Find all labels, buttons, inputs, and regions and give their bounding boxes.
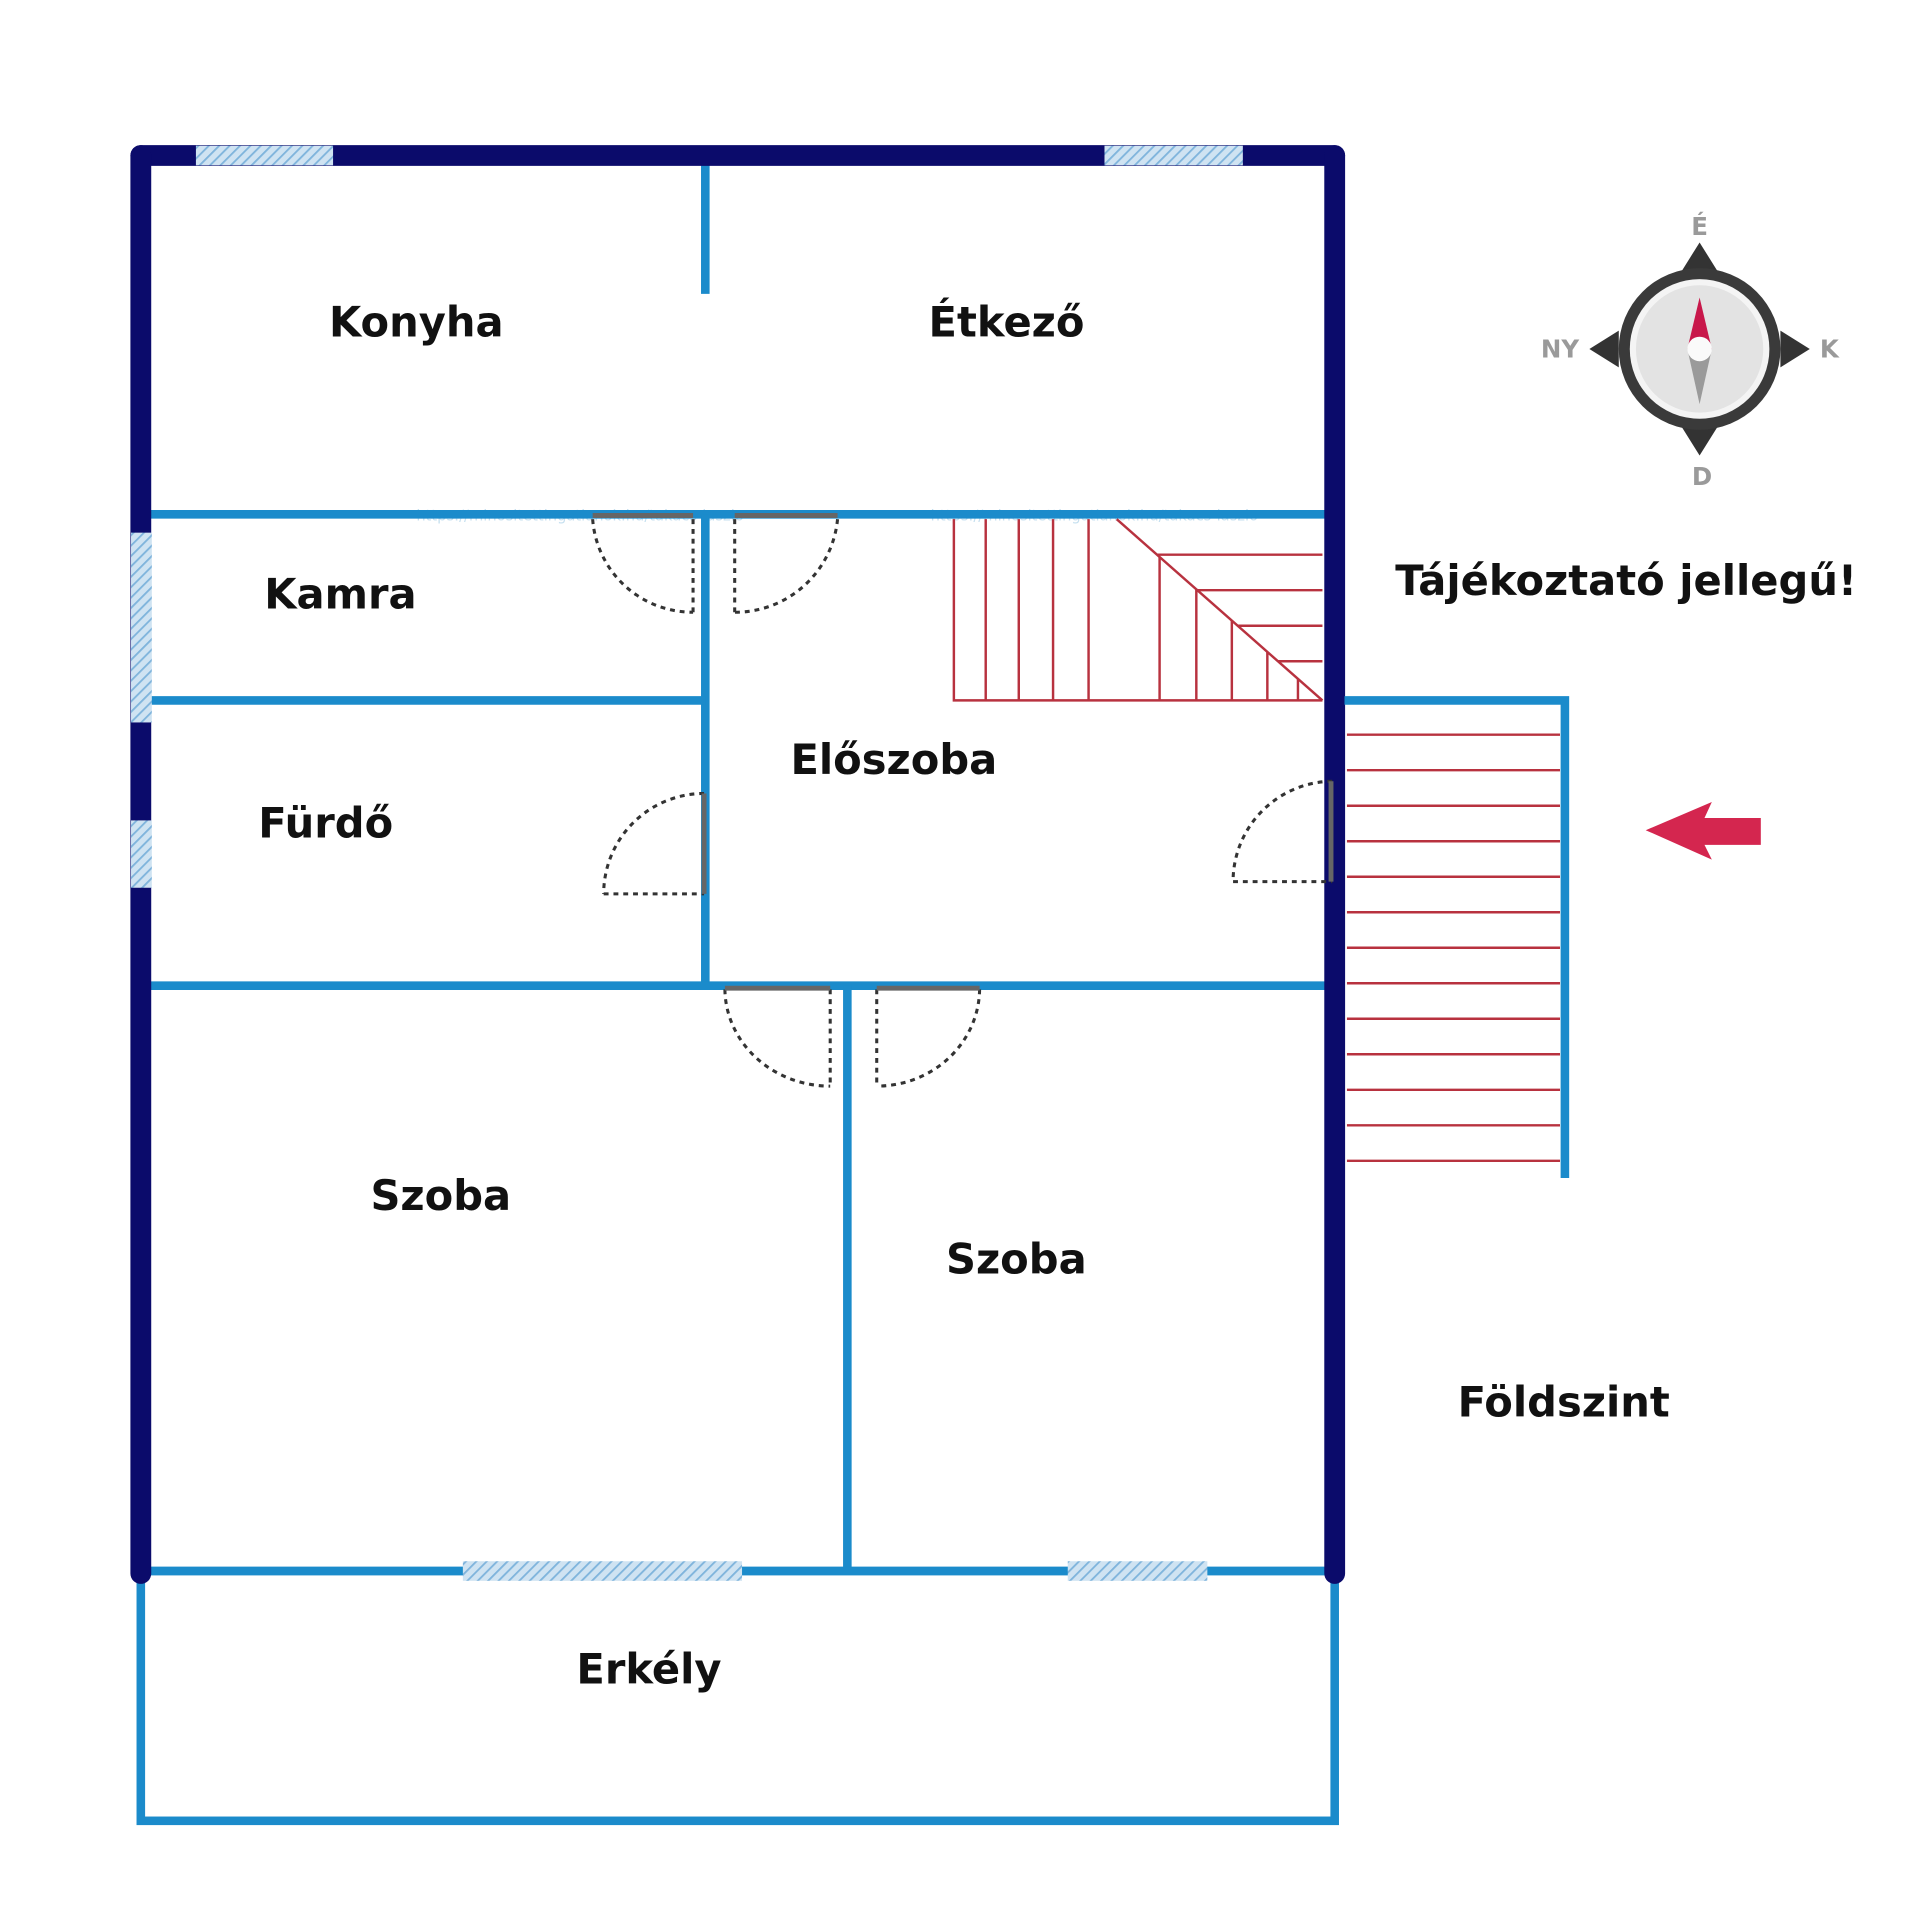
entrance-door	[1231, 779, 1334, 884]
room-label-erkely: Erkély	[576, 1645, 721, 1694]
compass-south: D	[1692, 462, 1712, 491]
interior-staircase	[952, 518, 1324, 702]
kamra-door	[591, 513, 695, 614]
room-label-szoba-right: Szoba	[946, 1234, 1087, 1283]
furdo-door	[602, 791, 707, 896]
compass-east: K	[1820, 335, 1840, 364]
compass-north: É	[1691, 212, 1708, 241]
windows	[131, 145, 1243, 1581]
outer-walls	[130, 145, 1346, 1584]
compass-icon: É D K NY	[1541, 212, 1840, 491]
doors	[591, 513, 1334, 1088]
room-label-etkezo: Étkező	[929, 298, 1085, 347]
room-label-kamra: Kamra	[264, 570, 416, 619]
level-label: Földszint	[1458, 1378, 1670, 1427]
room-label-szoba-left: Szoba	[370, 1171, 511, 1220]
eloszoba-door	[733, 513, 840, 614]
notice-text: Tájékoztató jellegű!	[1395, 556, 1857, 605]
interior-walls	[140, 165, 1335, 1576]
entrance-arrow-icon	[1645, 802, 1761, 860]
szoba-door-left	[723, 985, 832, 1088]
szoba-door-right	[875, 985, 982, 1088]
balcony-outline	[136, 1566, 1339, 1826]
compass-west: NY	[1541, 335, 1579, 364]
room-label-furdo: Fürdő	[258, 799, 393, 848]
room-label-konyha: Konyha	[329, 298, 504, 347]
room-label-eloszoba: Előszoba	[790, 735, 997, 784]
exterior-staircase	[1344, 696, 1570, 1178]
